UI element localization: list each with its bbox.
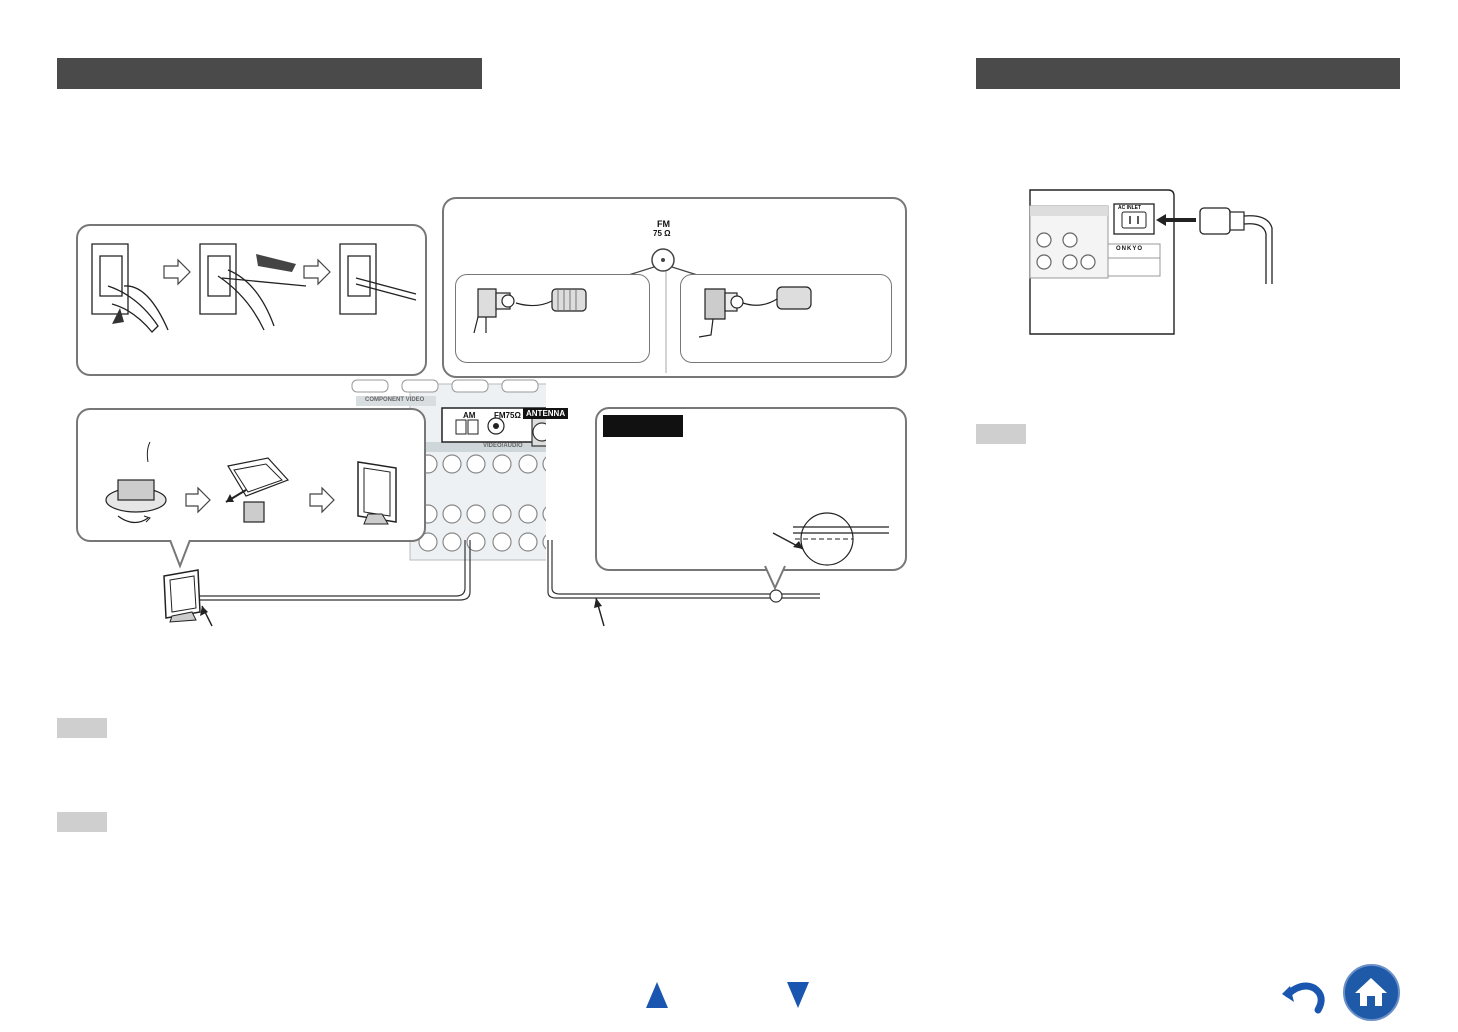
wall-mount-illustration [772,512,889,566]
antenna-label: ANTENNA [523,408,569,419]
fm-connector-type-b [680,274,892,363]
note-chip-2 [57,812,107,832]
fm-connector-type-a [455,274,650,363]
component-label: COMPONENT VIDEO [365,397,425,403]
plug-connector-b [698,286,812,338]
brand-label: ONKYO [1116,246,1144,252]
fm-port-label: FM75Ω [494,411,521,420]
am-terminal-label: AM [463,411,476,420]
nav-up-icon[interactable] [645,980,669,1010]
terminal-steps-illustration [91,243,417,333]
ac-inlet-label: AC INLET [1118,205,1142,211]
nav-down-icon[interactable] [786,980,810,1010]
ac-inlet-illustration [1029,189,1273,335]
callout-fm-connectors: FM 75 Ω [442,197,907,378]
callout-am-terminal-steps [76,224,427,376]
fm-jack-diagram [615,248,711,373]
note-chip-1 [57,718,107,738]
antenna-wiring [163,540,820,627]
callout-fm-indoor-antenna [595,407,907,571]
home-button[interactable] [1343,964,1400,1021]
section-header-power [976,58,1400,89]
fm-ohms-label: 75 Ω [653,229,671,238]
note-chip-3 [976,424,1026,444]
caution-chip [603,415,683,437]
fm-label: FM [657,219,670,229]
callout-am-loop-assembly [76,408,426,542]
home-icon [1355,978,1387,1006]
plug-connector-a [473,288,587,334]
video-audio-label: VIDEO/AUDIO [483,443,523,449]
section-header-antenna [57,58,482,89]
loop-assembly-illustration [105,441,397,525]
back-icon[interactable] [1280,974,1330,1016]
